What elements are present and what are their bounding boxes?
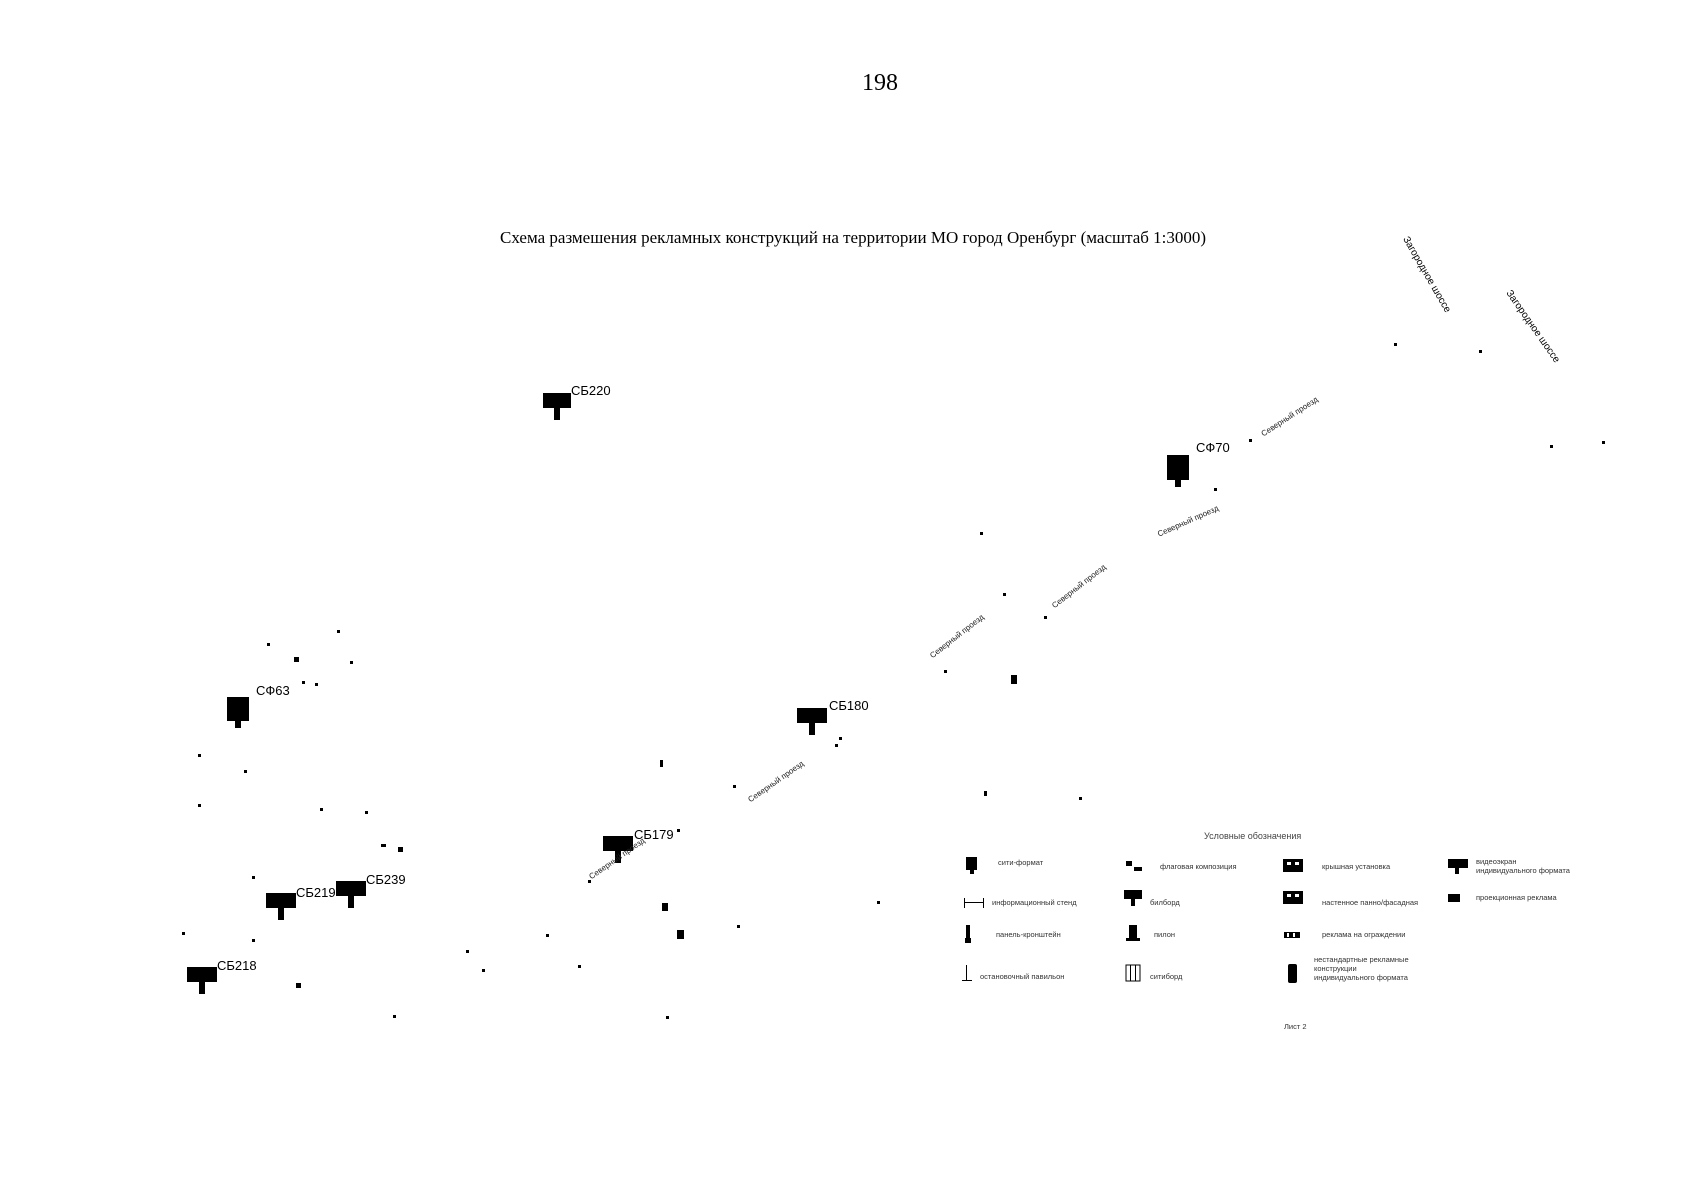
legend-label-temporary: проекционная реклама bbox=[1476, 893, 1557, 902]
bracket-panel-icon bbox=[965, 925, 971, 943]
page-number: 198 bbox=[862, 70, 898, 96]
marker-label-sb179: СБ179 bbox=[634, 827, 674, 842]
flag-composition-icon bbox=[1126, 861, 1142, 871]
legend-label-banner: реклама на ограждении bbox=[1322, 930, 1406, 939]
roof-installation-icon bbox=[1283, 859, 1303, 872]
marker-label-sf63: СФ63 bbox=[256, 683, 290, 698]
individual-construction-icon bbox=[1288, 964, 1297, 983]
legend-label-pillar: пилон bbox=[1154, 930, 1176, 939]
temporary-ad-icon bbox=[1448, 894, 1460, 902]
map-title: Схема размешения рекламных конструкций н… bbox=[500, 228, 1207, 247]
legend-label-videoscreen: видеоэкран индивидуального формата bbox=[1476, 857, 1570, 875]
billboard-icon bbox=[1124, 890, 1142, 906]
marker-label-sb220: СБ220 bbox=[571, 383, 611, 398]
marker-label-sb219: СБ219 bbox=[296, 885, 336, 900]
legend-label-roof: крышная установка bbox=[1322, 862, 1391, 871]
wall-panel-icon bbox=[1283, 891, 1303, 904]
legend-label-flag: флаговая композиция bbox=[1160, 862, 1237, 871]
billboard-marker-sb180[interactable] bbox=[797, 708, 827, 735]
marker-label-sf70: СФ70 bbox=[1196, 440, 1230, 455]
video-screen-icon bbox=[1448, 859, 1468, 874]
city-format-marker-sf70[interactable] bbox=[1167, 455, 1189, 487]
marker-label-sb218: СБ218 bbox=[217, 958, 257, 973]
info-stand-icon bbox=[964, 898, 984, 908]
legend-label-stop: остановочный павильон bbox=[980, 972, 1065, 981]
legend-label-info-stand: информационный стенд bbox=[992, 898, 1077, 907]
billboard-marker-sb179[interactable] bbox=[603, 836, 633, 863]
cityboard-icon bbox=[1125, 964, 1141, 982]
legend-icons bbox=[962, 857, 1468, 983]
billboard-marker-sb218[interactable] bbox=[187, 967, 217, 994]
city-format-icon bbox=[966, 857, 977, 874]
legend-footnote: Лист 2 bbox=[1284, 1022, 1307, 1031]
fence-ad-icon bbox=[1284, 932, 1300, 938]
legend-label-billboard: билборд bbox=[1150, 898, 1180, 907]
legend-label-individual: нестандартные рекламные конструкции инди… bbox=[1314, 955, 1409, 982]
pillar-icon bbox=[1126, 925, 1140, 941]
stop-pavilion-icon bbox=[962, 965, 972, 981]
legend-label-city-format: сити-формат bbox=[998, 858, 1044, 867]
billboard-marker-sb239[interactable] bbox=[336, 881, 366, 908]
legend-label-wall: настенное панно/фасадная bbox=[1322, 898, 1419, 907]
legend-title: Условные обозначения bbox=[1204, 831, 1302, 841]
map-detail-dots bbox=[182, 343, 1605, 1019]
marker-label-sb180: СБ180 bbox=[829, 698, 869, 713]
marker-label-sb239: СБ239 bbox=[366, 872, 406, 887]
billboard-marker-sb220[interactable] bbox=[543, 393, 571, 420]
legend-label-bracket: панель-кронштейн bbox=[996, 930, 1061, 939]
city-format-marker-sf63[interactable] bbox=[227, 697, 249, 728]
billboard-marker-sb219[interactable] bbox=[266, 893, 296, 920]
legend-label-sitiboard: ситиборд bbox=[1150, 972, 1183, 981]
